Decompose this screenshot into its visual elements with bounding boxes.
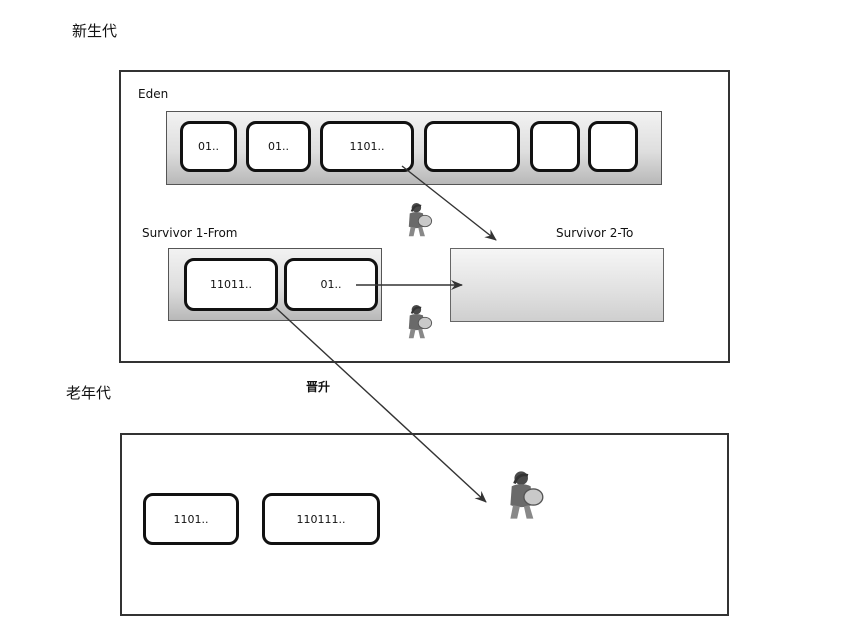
survivor-from-label: Survivor 1-From	[142, 226, 238, 240]
eden-object-6	[588, 121, 638, 172]
eden-object-2: 01..	[246, 121, 311, 172]
promotion-arrow	[275, 307, 487, 503]
eden-label: Eden	[138, 87, 169, 101]
worker-carrying-object-icon	[407, 201, 433, 238]
eden-to-survivor-arrow	[401, 165, 497, 241]
eden-object-1: 01..	[180, 121, 237, 172]
survivor-from-object-1: 11011..	[184, 258, 278, 311]
worker-carrying-object-icon	[407, 304, 433, 340]
eden-object-3: 1101..	[320, 121, 414, 172]
eden-object-4	[424, 121, 520, 172]
survivor-to-label: Survivor 2-To	[556, 226, 634, 240]
old-gen-object-1: 1101..	[143, 493, 239, 545]
survivor-to-space	[450, 248, 664, 322]
old-gen-title: 老年代	[66, 384, 112, 402]
young-gen-title: 新生代	[72, 22, 118, 40]
old-gen-object-2: 110111..	[262, 493, 380, 545]
eden-object-5	[530, 121, 580, 172]
promotion-label: 晋升	[306, 380, 331, 394]
worker-carrying-object-icon	[509, 470, 545, 520]
